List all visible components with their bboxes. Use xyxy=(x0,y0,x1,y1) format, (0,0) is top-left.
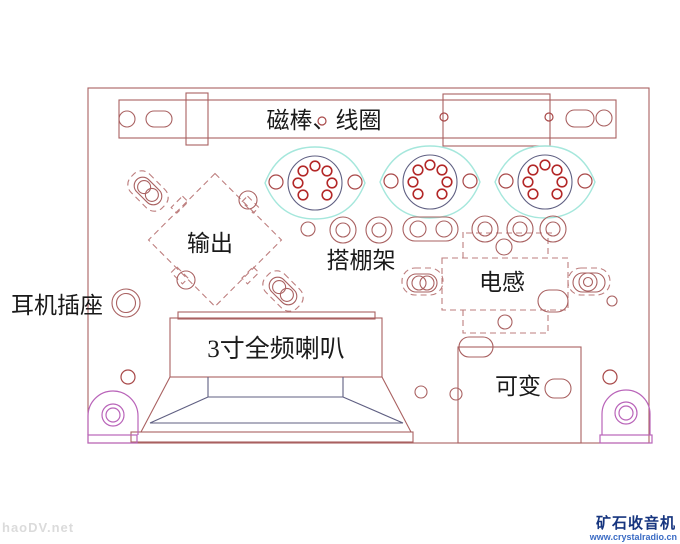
variable-capacitor: 可变 xyxy=(414,346,582,444)
output-transformer: 输出 xyxy=(122,165,309,317)
variable-label: 可变 xyxy=(495,374,541,399)
headphone-label: 耳机插座 xyxy=(11,293,103,318)
coil-winding-large xyxy=(442,93,551,147)
chassis-outline xyxy=(87,87,650,444)
ferrite-bar-label: 磁棒、线圈 xyxy=(267,108,382,133)
logo-url: www.crystalradio.cn xyxy=(589,532,677,542)
inductor: 电感 xyxy=(401,257,618,358)
logo-title: 矿石收音机 xyxy=(596,514,676,532)
inductor-side-pad-right xyxy=(567,267,618,307)
tube-socket-1 xyxy=(264,146,366,220)
scaffold-label: 搭棚架 xyxy=(327,248,396,273)
output-mounting-ear-bottom xyxy=(257,265,309,317)
tube-socket-3 xyxy=(494,145,596,219)
speaker-label: 3寸全频喇叭 xyxy=(207,335,345,363)
mounting-bracket-left xyxy=(87,369,139,444)
speaker: 3寸全频喇叭 xyxy=(130,311,414,443)
watermark: haoDV.net xyxy=(2,520,74,535)
coil-winding-small xyxy=(185,92,209,146)
output-mounting-ear-top xyxy=(122,165,174,217)
mounting-bracket-right xyxy=(599,369,653,444)
inductor-label: 电感 xyxy=(479,270,525,295)
output-label: 输出 xyxy=(187,231,233,256)
ferrite-rod-assembly: 磁棒、线圈 xyxy=(118,92,617,147)
standoff-row xyxy=(300,215,567,258)
site-logo: 矿石收音机 www.crystalradio.cn xyxy=(589,514,677,542)
headphone-jack: 耳机插座 xyxy=(11,288,141,318)
tube-socket-2 xyxy=(379,145,481,219)
inductor-side-pad-left xyxy=(401,267,444,296)
